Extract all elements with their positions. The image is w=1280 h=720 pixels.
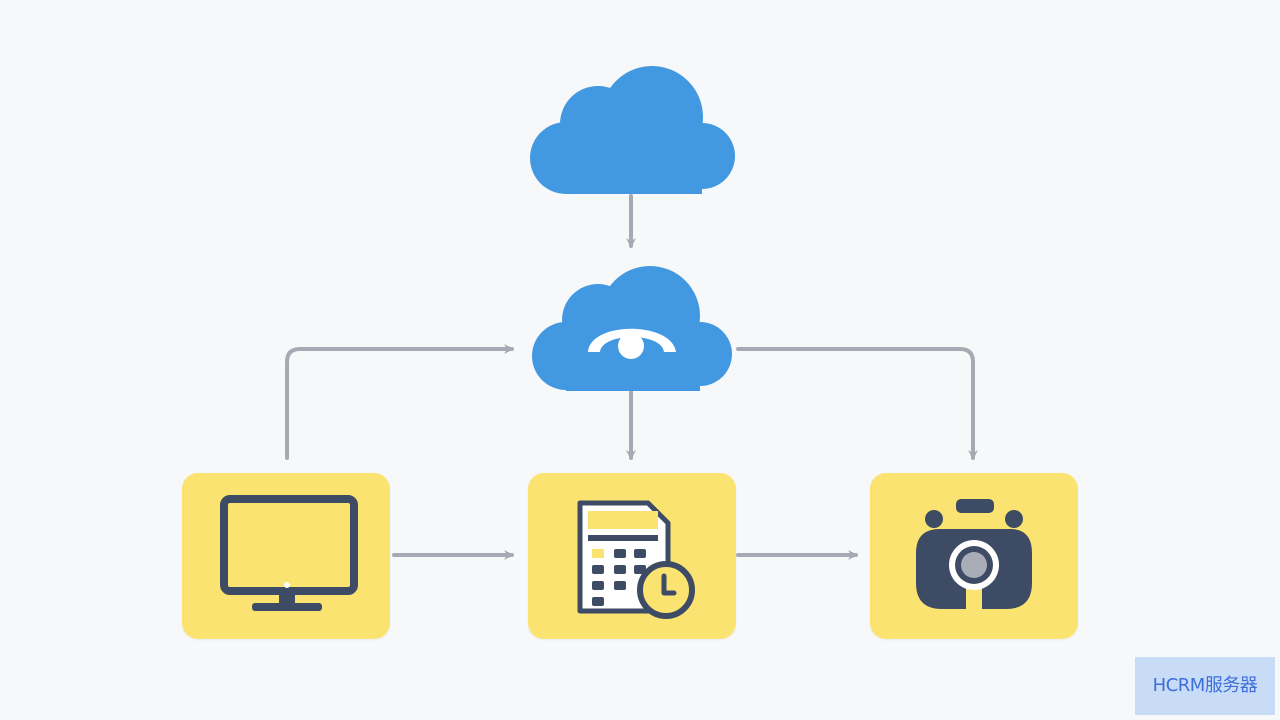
cloud-sync-icon	[532, 266, 732, 391]
monitor-icon	[182, 473, 390, 639]
calendar-card	[528, 473, 736, 639]
connector-monitor-to-sync	[285, 344, 514, 460]
camera-icon	[870, 473, 1078, 639]
connector-sync-to-camera	[736, 347, 978, 460]
cloud-icon	[530, 66, 735, 194]
monitor-card	[182, 473, 390, 639]
watermark: HCRM服务器	[1135, 657, 1275, 715]
calendar-clock-icon	[528, 473, 736, 639]
camera-card	[870, 473, 1078, 639]
